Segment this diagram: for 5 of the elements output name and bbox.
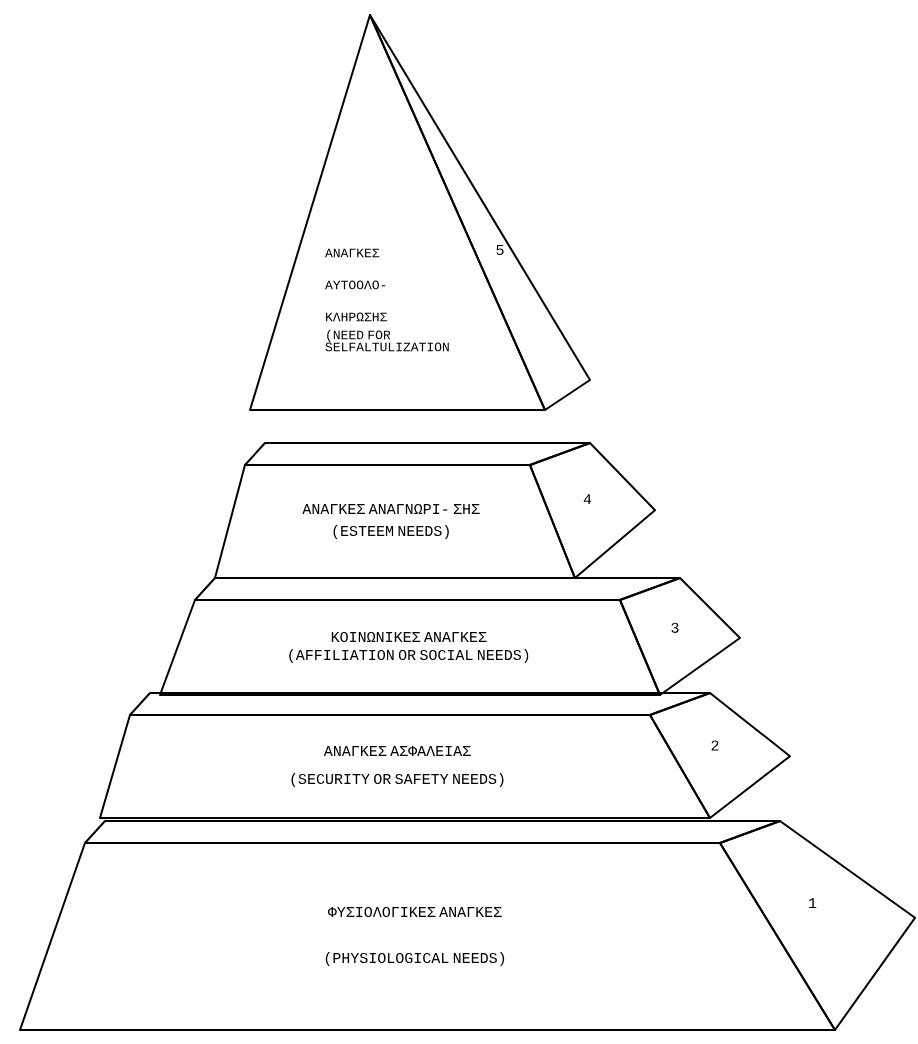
pyramid-level: ΑΝΑΓΚΕΣ ΑΣΦΑΛΕΙΑΣ (SECURITY OR SAFETY NEEDS) xyxy=(99,692,711,819)
level-side: 1 xyxy=(719,820,916,1031)
level-side: 3 xyxy=(619,577,741,696)
level-side: 2 xyxy=(649,692,791,819)
level-side: 4 xyxy=(529,442,656,579)
